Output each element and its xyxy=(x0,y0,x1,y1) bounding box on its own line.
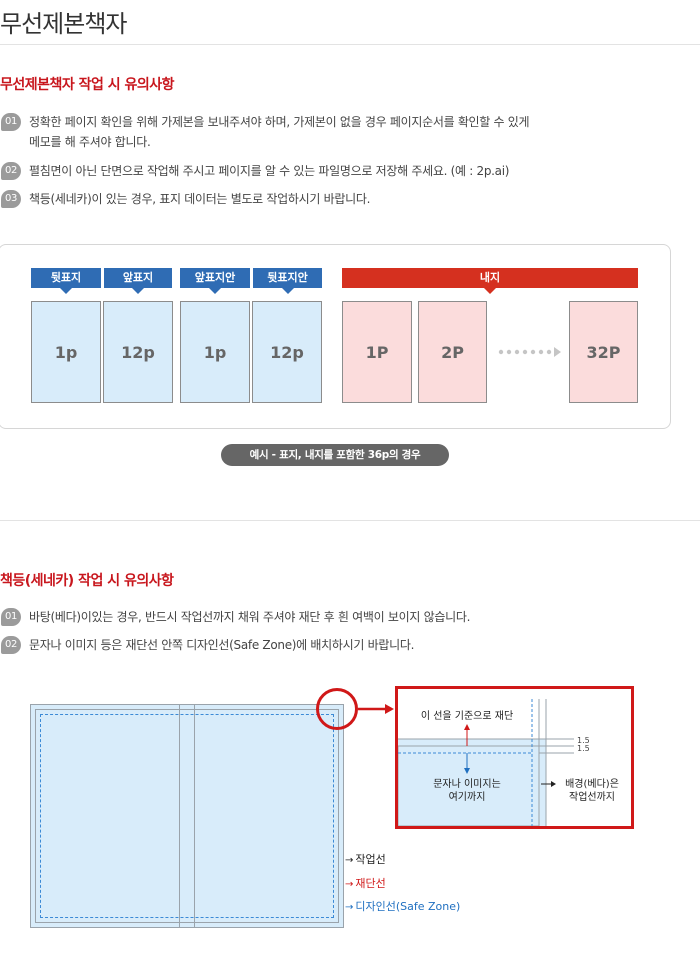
zoom-background-line1: 배경(베다)은 xyxy=(565,779,619,790)
note-text-continued: 메모를 해 주셔야 합니다. xyxy=(29,135,151,149)
book-spread-safe-zone xyxy=(40,714,334,918)
tab-front-inside-cover: 앞표지안 xyxy=(180,268,250,294)
note-text: 펼침면이 아닌 단면으로 작업해 주시고 페이지를 알 수 있는 파일명으로 저… xyxy=(29,164,510,178)
cover-page-4: 12p xyxy=(252,301,322,403)
page-title: 무선제본책자 xyxy=(0,10,127,38)
zoom-dimension-1: 1.5 xyxy=(577,736,590,745)
note-text: 정확한 페이지 확인을 위해 가제본을 보내주셔야 하며, 가제본이 없을 경우… xyxy=(29,115,530,129)
cover-page-3: 1p xyxy=(180,301,250,403)
zoom-background-line2: 작업선까지 xyxy=(569,792,615,803)
note-number-badge: 02 xyxy=(1,162,21,180)
section1-note-2: 02 펼침면이 아닌 단면으로 작업해 주시고 페이지를 알 수 있는 파일명으… xyxy=(0,161,660,181)
zoom-highlight-circle xyxy=(316,688,358,730)
inner-page-last: 32P xyxy=(569,301,638,403)
zoom-arrow-icon xyxy=(358,704,394,714)
tab-inner-pages: 내지 xyxy=(342,268,638,294)
section2-note-1: 01 바탕(베다)이있는 경우, 반드시 작업선까지 채워 주셔야 재단 후 흰… xyxy=(0,607,660,627)
note-text: 문자나 이미지 등은 재단선 안쪽 디자인선(Safe Zone)에 배치하시기… xyxy=(29,638,415,652)
zoom-safe-text-label: 문자나 이미지는 여기까지 xyxy=(398,778,536,804)
note-number-badge: 01 xyxy=(1,113,21,131)
zoom-detail-illustration xyxy=(398,699,574,826)
book-spine xyxy=(179,704,195,928)
zoom-safe-text-line1: 문자나 이미지는 xyxy=(433,779,501,790)
zoom-cut-line-label: 이 선을 기준으로 재단 xyxy=(420,711,514,722)
header-divider xyxy=(0,44,700,45)
legend-cut-line: →재단선 xyxy=(345,875,386,891)
example-caption: 예시 - 표지, 내지를 포함한 36p의 경우 xyxy=(221,444,449,466)
zoom-safe-text-line2: 여기까지 xyxy=(448,792,486,803)
legend-arrow-icon: → xyxy=(345,902,354,913)
note-number-badge: 03 xyxy=(1,190,21,208)
section2-note-2: 02 문자나 이미지 등은 재단선 안쪽 디자인선(Safe Zone)에 배치… xyxy=(0,635,660,655)
section1-title: 무선제본책자 작업 시 유의사항 xyxy=(0,77,175,93)
section2-title: 책등(세네카) 작업 시 유의사항 xyxy=(0,573,174,589)
cover-page-2: 12p xyxy=(103,301,173,403)
cover-page-1: 1p xyxy=(31,301,101,403)
section1-note-3: 03 책등(세네카)이 있는 경우, 표지 데이터는 별도로 작업하시기 바랍니… xyxy=(0,189,660,209)
note-number-badge: 02 xyxy=(1,636,21,654)
tab-back-cover: 뒷표지 xyxy=(31,268,101,294)
inner-page-1: 1P xyxy=(342,301,412,403)
legend-arrow-icon: → xyxy=(345,855,354,866)
book-spread-work-area xyxy=(30,704,344,928)
note-number-badge: 01 xyxy=(1,608,21,626)
legend-safe-zone: →디자인선(Safe Zone) xyxy=(345,898,460,914)
legend-safe-label: 디자인선(Safe Zone) xyxy=(355,900,461,913)
section1-note-1: 01 정확한 페이지 확인을 위해 가제본을 보내주셔야 하며, 가제본이 없을… xyxy=(0,112,660,152)
legend-cut-label: 재단선 xyxy=(355,877,386,890)
inner-page-2: 2P xyxy=(418,301,487,403)
tab-back-inside-cover: 뒷표지안 xyxy=(253,268,322,294)
note-text: 책등(세네카)이 있는 경우, 표지 데이터는 별도로 작업하시기 바랍니다. xyxy=(29,192,371,206)
book-spread-trim-area xyxy=(35,709,339,923)
continuation-dots-icon xyxy=(498,347,561,357)
tab-front-cover: 앞표지 xyxy=(104,268,172,294)
legend-arrow-icon: → xyxy=(345,879,354,890)
zoom-background-label: 배경(베다)은 작업선까지 xyxy=(557,778,627,804)
section-divider xyxy=(0,520,700,521)
legend-work-line: →작업선 xyxy=(345,851,386,867)
zoom-dimension-2: 1.5 xyxy=(577,744,590,753)
note-text: 바탕(베다)이있는 경우, 반드시 작업선까지 채워 주셔야 재단 후 흰 여백… xyxy=(29,610,471,624)
legend-work-label: 작업선 xyxy=(355,853,386,866)
